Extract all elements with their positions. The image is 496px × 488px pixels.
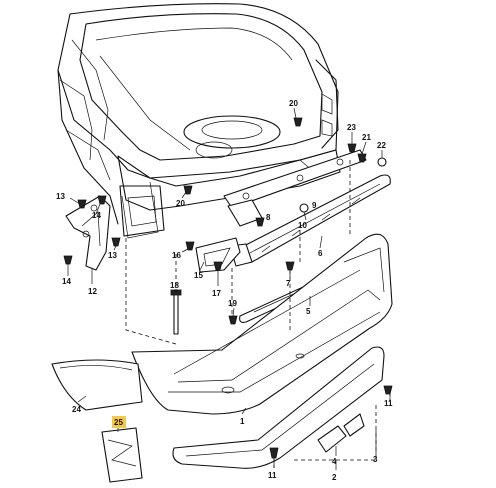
callout-23: 23 [347,123,356,132]
guide-bracket-part-15 [195,237,241,273]
callout-1: 1 [240,417,245,426]
lower-spoiler-part-4 [172,346,385,469]
callout-14-upper: 14 [92,211,101,220]
callout-16: 16 [172,251,181,260]
callout-labels: 20 23 21 22 13 20 14 13 14 12 8 9 10 6 1… [56,99,393,482]
callout-20-lower: 20 [176,199,185,208]
side-trim-part-24 [51,359,143,411]
leader-lines [67,107,391,470]
callout-22: 22 [377,141,386,150]
callout-14-lower: 14 [62,277,71,286]
callout-12: 12 [88,287,97,296]
assembly-lines [125,160,391,468]
side-bracket-part-12 [65,195,111,271]
callout-19: 19 [228,299,237,308]
bumper-bracket-rail [223,149,367,209]
callout-25: 25 [114,418,123,427]
callout-20-upper: 20 [289,99,298,108]
callout-17: 17 [212,289,221,298]
callout-13-lower: 13 [108,251,117,260]
callout-8: 8 [266,213,271,222]
callout-10: 10 [298,221,307,230]
mud-flap-part-25 [101,427,143,483]
fasteners [63,117,393,459]
callout-24: 24 [72,405,81,414]
callout-6: 6 [318,249,323,258]
callout-4: 4 [332,457,337,466]
bumper-cover-part-1 [131,233,393,415]
vehicle-rear-body [57,3,341,239]
callout-2: 2 [332,473,337,482]
callout-11-lower: 11 [268,471,277,480]
callout-15: 15 [194,271,203,280]
callout-18: 18 [170,281,179,290]
callout-9: 9 [312,201,317,210]
callout-21: 21 [362,133,371,142]
callout-13-upper: 13 [56,192,65,201]
callout-11-upper: 11 [384,399,393,408]
callout-3: 3 [373,455,378,464]
callout-7: 7 [286,279,291,288]
callout-5: 5 [306,307,311,316]
callout-highlight [112,416,126,428]
